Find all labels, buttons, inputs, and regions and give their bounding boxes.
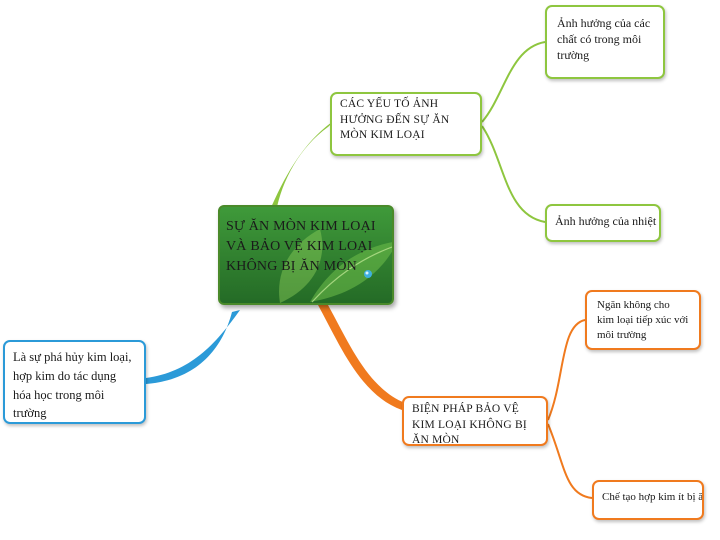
factors-child-1-connector xyxy=(481,41,546,123)
branch-protection-label: BIỆN PHÁP BẢO VỆ KIM LOẠI KHÔNG BỊ ĂN MÒ… xyxy=(412,403,527,446)
central-title: SỰ ĂN MÒN KIM LOẠI VÀ BẢO VỆ KIM LOẠI KH… xyxy=(226,219,376,274)
branch-definition[interactable]: Là sự phá hủy kim loại, hợp kim do tác d… xyxy=(3,340,146,424)
branch-protection[interactable]: BIỆN PHÁP BẢO VỆ KIM LOẠI KHÔNG BỊ ĂN MÒ… xyxy=(402,396,548,446)
factors-child-2-connector xyxy=(481,125,546,223)
central-topic[interactable]: SỰ ĂN MÒN KIM LOẠI VÀ BẢO VỆ KIM LOẠI KH… xyxy=(218,205,394,305)
protection-child-isolate-label: Ngăn không cho kim loại tiếp xúc với môi… xyxy=(597,299,689,341)
branch-factors[interactable]: CÁC YẾU TỐ ẢNH HƯỞNG ĐẾN SỰ ĂN MÒN KIM L… xyxy=(330,92,482,156)
factors-child-chemicals[interactable]: Ảnh hưởng của các chất có trong môi trườ… xyxy=(545,5,665,79)
leaf-icon xyxy=(279,229,392,303)
protection-child-alloy[interactable]: Chế tạo hợp kim ít bị ăn mòn xyxy=(592,480,704,520)
branch-factors-connector xyxy=(270,120,335,212)
factors-child-chemicals-label: Ảnh hưởng của các chất có trong môi trườ… xyxy=(557,16,651,63)
protection-child-1-connector xyxy=(547,319,586,421)
branch-protection-connector xyxy=(318,305,405,410)
branch-definition-label: Là sự phá hủy kim loại, hợp kim do tác d… xyxy=(13,350,132,421)
protection-child-alloy-label: Chế tạo hợp kim ít bị ăn mòn xyxy=(602,491,704,503)
branch-factors-label: CÁC YẾU TỐ ẢNH HƯỞNG ĐẾN SỰ ĂN MÒN KIM L… xyxy=(340,98,450,142)
protection-child-2-connector xyxy=(547,423,593,499)
factors-child-temperature[interactable]: Ảnh hưởng của nhiệt độ xyxy=(545,204,661,242)
protection-child-isolate[interactable]: Ngăn không cho kim loại tiếp xúc với môi… xyxy=(585,290,701,350)
factors-child-temperature-label: Ảnh hưởng của nhiệt độ xyxy=(555,214,661,228)
branch-definition-connector xyxy=(146,310,240,384)
